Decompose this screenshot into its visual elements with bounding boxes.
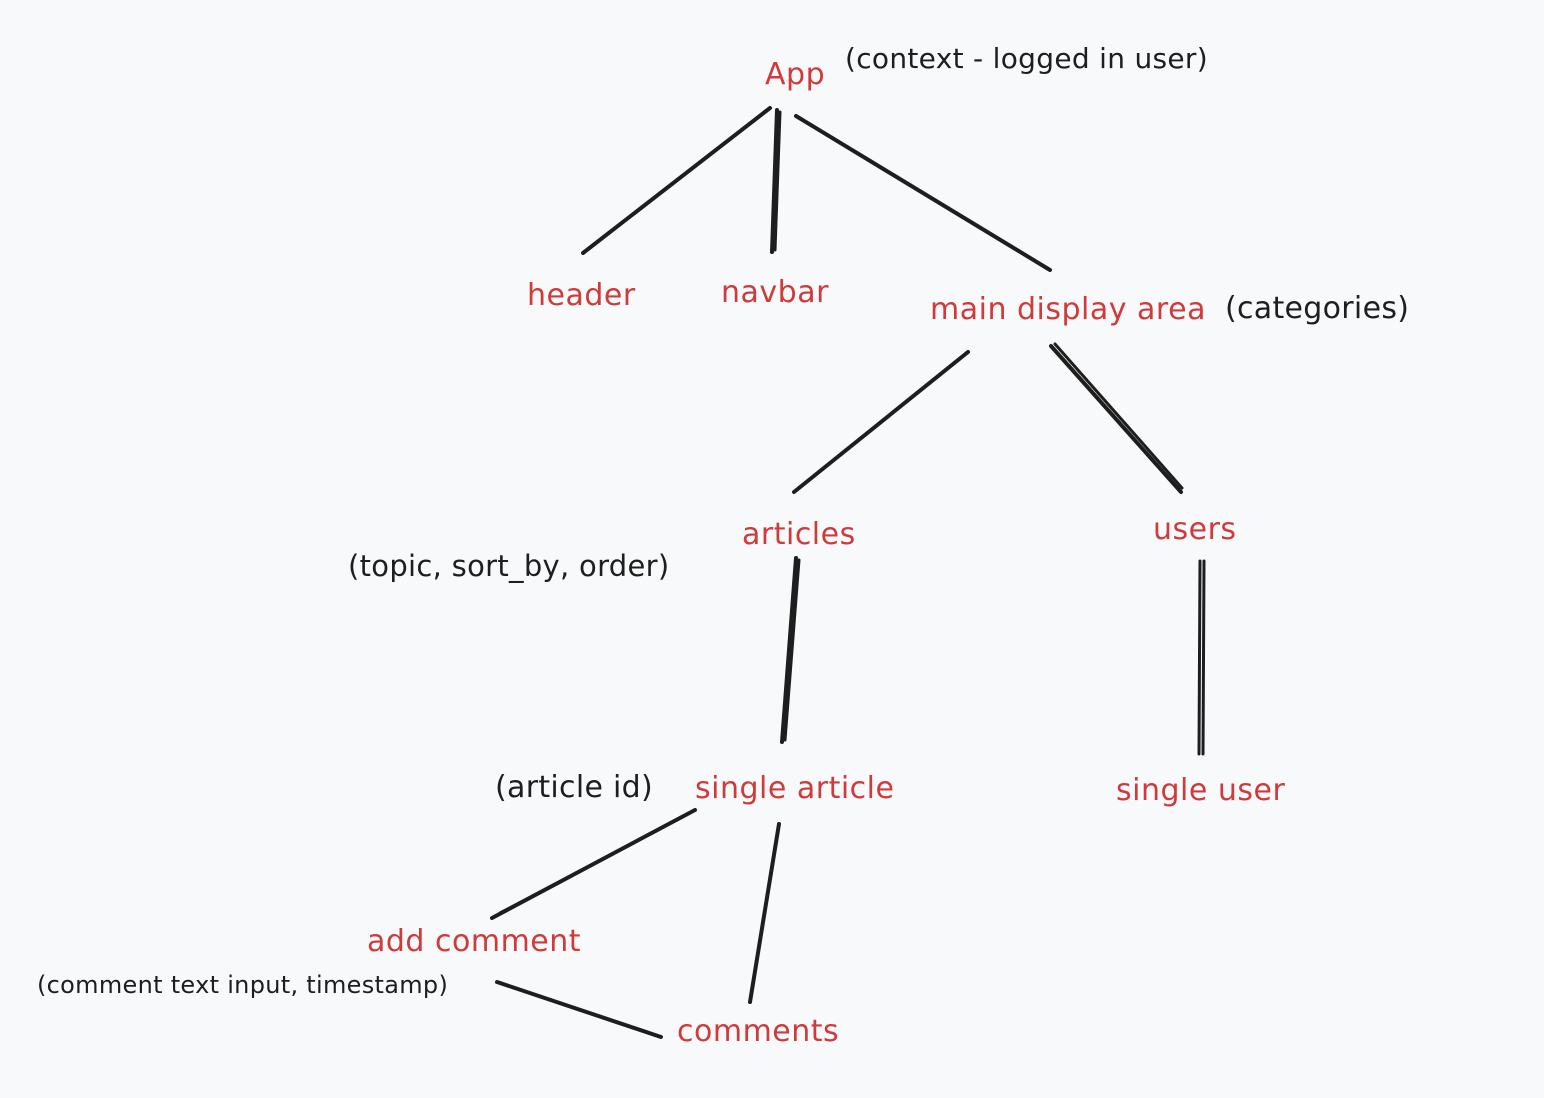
edge-main-users [1049,344,1183,494]
edge-main-articles [792,350,970,494]
edge-app-main-display-area [794,114,1052,272]
edge-add-comment-comments [495,980,663,1039]
edge-users-single-user-second-stroke [1201,559,1206,756]
node-app: App [765,57,826,92]
edge-single-article-add-comment-second-stroke [498,811,692,915]
note-articles-params: (topic, sort_by, order) [348,549,670,583]
note-main-categories: (categories) [1225,291,1410,326]
edge-main-users-second-stroke [1053,342,1184,490]
node-header: header [527,278,636,313]
edge-app-header [581,106,772,255]
node-comments: comments [677,1014,840,1049]
node-articles: articles [742,517,856,552]
note-single-article-id: (article id) [495,770,654,805]
edge-articles-single-article-second-stroke [783,558,801,742]
node-navbar: navbar [721,275,829,310]
node-single-user: single user [1116,773,1286,808]
edge-app-navbar-second-stroke [773,110,782,252]
note-add-comment-params: (comment text input, timestamp) [37,971,449,999]
edge-users-single-user [1197,559,1202,756]
node-single-article: single article [695,771,895,806]
node-users: users [1153,512,1237,547]
note-app-context: (context - logged in user) [845,42,1208,75]
node-main-display-area: main display area [930,292,1206,327]
edge-single-article-comments [748,822,781,1004]
node-add-comment: add comment [367,924,582,959]
edge-app-navbar [770,108,779,254]
edge-articles-single-article [780,556,798,744]
